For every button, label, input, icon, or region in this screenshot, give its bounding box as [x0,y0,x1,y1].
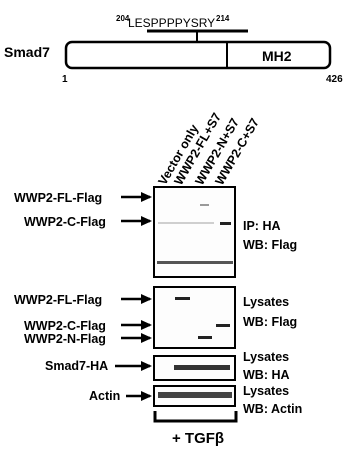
panel-ip-right-label-2: WB: Flag [243,238,297,252]
motif-start-number: 204 [116,14,130,23]
panel-lysate-actin-right-label-1: Lysates [243,384,289,398]
panel-ip-left-label-2: WWP2-C-Flag [24,215,106,229]
protein-bar [64,40,332,70]
panel-lysate-flag-left-label-2: WWP2-C-Flag [24,319,106,333]
blot-band [158,392,232,398]
panel-lysate-actin-left-label: Actin [89,389,120,403]
panel-lysate-flag-left-label-1: WWP2-FL-Flag [14,293,102,307]
treatment-bracket [153,411,238,423]
panel-lysate-actin-right-label-2: WB: Actin [243,402,302,416]
arrow-head [141,333,152,343]
blot-band [216,324,230,327]
panel-lysate-flag-right-label-2: WB: Flag [243,315,297,329]
treatment-label: + TGFβ [172,430,224,447]
arrow-head [141,391,152,401]
panel-lysate-ha-right-label-2: WB: HA [243,368,290,382]
arrow-head [141,294,152,304]
blot-band [220,222,231,225]
blot-band [198,336,212,339]
arrow-head [141,192,152,202]
protein-end-number: 426 [326,74,343,85]
protein-start-number: 1 [62,74,68,85]
blot-band [175,297,190,300]
motif-sequence: LESPPPPYSRY [128,16,215,30]
blot-panel-lysate-flag [153,286,236,349]
blot-band [200,204,209,206]
arrow-head [141,216,152,226]
panel-ip-left-label-1: WWP2-FL-Flag [14,191,102,205]
panel-lysate-flag-right-label-1: Lysates [243,295,289,309]
motif-end-number: 214 [216,14,230,23]
blot-band [174,365,230,370]
arrow-head [141,361,152,371]
domain-label: MH2 [262,48,292,64]
panel-lysate-flag-left-label-3: WWP2-N-Flag [24,332,106,346]
protein-name: Smad7 [4,44,50,60]
panel-lysate-ha-left-label: Smad7-HA [45,359,108,373]
arrow-head [141,320,152,330]
blot-band [158,222,214,224]
panel-lysate-ha-right-label-1: Lysates [243,350,289,364]
blot-band [157,261,233,264]
panel-ip-right-label-1: IP: HA [243,219,281,233]
